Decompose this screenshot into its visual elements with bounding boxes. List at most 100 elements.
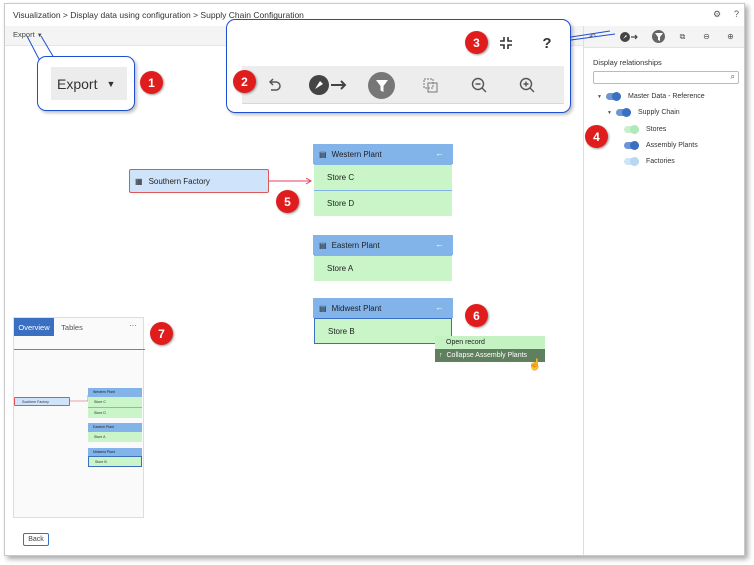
panel-title: Display relationships [593,58,662,67]
plant-label: Eastern Plant [331,240,380,250]
callout-badge-1: 1 [140,71,163,94]
export-label: Export [13,30,35,39]
plant-label: Midwest Plant [331,303,382,313]
collapse-up-icon: ↑ [439,352,443,359]
tree-item-master-data[interactable]: ▼ Master Data - Reference [597,92,705,101]
help-icon-zoomed[interactable]: ? [542,34,552,52]
mini-plant-label: Western Plant [88,388,142,396]
context-menu: Open record ↑ Collapse Assembly Plants [435,336,545,362]
mini-store: Store C [88,396,142,407]
tree-item-label: Supply Chain [638,109,680,116]
app-window: Visualization > Display data using confi… [4,3,745,556]
breadcrumb: Visualization > Display data using confi… [13,10,304,20]
undo-icon[interactable]: ↶ [589,32,596,41]
hand-cursor-icon: ☝ [528,359,542,371]
plant-node-midwest[interactable]: ▤ Midwest Plant ← Store B [313,298,453,344]
compass-arrow-icon[interactable] [619,30,639,43]
node-label: Southern Factory [148,176,210,186]
plant-header[interactable]: ▤ Midwest Plant ← [313,298,453,318]
tab-tables[interactable]: Tables [61,322,83,332]
mini-plant-label: Eastern Plant [88,423,142,431]
back-arrow-icon[interactable]: ← [435,148,444,158]
mini-plant-midwest: Midwest Plant Store B [88,448,142,467]
factory-node-southern-factory[interactable]: ▦ Southern Factory [129,169,269,193]
callout-badge-7: 7 [150,322,173,345]
filter-icon[interactable] [652,30,665,43]
expand-icon[interactable]: ▼ [597,93,602,100]
export-menu-button[interactable]: Export▼ [13,30,43,39]
mini-plant-label: Midwest Plant [88,448,142,456]
mini-store: Store D [88,407,142,418]
back-arrow-icon[interactable]: ← [435,239,444,249]
tree-item-supply-chain[interactable]: ▼ Supply Chain [607,108,680,117]
back-arrow-icon[interactable]: ← [435,302,444,312]
plant-label: Western Plant [331,149,382,159]
plant-header[interactable]: ▤ Western Plant ← [313,144,453,164]
compass-arrow-icon[interactable] [307,73,349,97]
sidebar-toolbar: ↶ ⧉ ⊖ ⊕ [584,26,744,48]
clipboard-icon: ▤ [319,240,327,250]
mini-plant-western: Western Plant Store C Store D [88,388,142,418]
relationship-toggle[interactable] [624,141,639,150]
overview-panel: Overview Tables ··· Southern Factory Wes… [13,317,145,518]
clipboard-icon: ▤ [319,149,327,159]
zoomed-toolbar-strip [242,66,564,104]
store-node[interactable]: Store D [314,190,452,216]
zoom-in-icon[interactable]: ⊕ [727,32,734,41]
zoom-in-icon[interactable] [517,75,537,95]
clipboard-icon: ▤ [319,303,327,313]
callout-badge-5: 5 [276,190,299,213]
search-icon: ⌕ [730,72,735,81]
tab-overview[interactable]: Overview [14,318,54,336]
mini-store: Store A [88,431,142,442]
expand-icon[interactable]: ▼ [607,109,612,116]
export-button-zoomed[interactable]: Export ▼ [51,67,127,100]
tree-item-label: Factories [646,158,675,165]
display-relationships-panel: ↶ ⧉ ⊖ ⊕ Display relationships ⌕ ▼ Master… [583,26,744,555]
collapse-view-icon[interactable] [496,33,516,53]
building-icon: ▦ [135,176,143,186]
store-node[interactable]: Store C [314,164,452,190]
tree-item-factories[interactable]: Factories [624,157,675,166]
relationship-toggle[interactable] [624,125,639,134]
mini-plant-eastern: Eastern Plant Store A [88,423,142,442]
store-node[interactable]: Store A [314,255,452,281]
tree-item-stores[interactable]: Stores [624,125,667,134]
layout-icon[interactable] [420,75,440,95]
mini-factory-node: Southern Factory [14,397,70,406]
store-node[interactable]: Store B [314,318,452,344]
layout-icon[interactable]: ⧉ [679,31,686,41]
relationship-toggle[interactable] [606,92,621,101]
menu-item-open-record[interactable]: Open record [435,336,545,349]
settings-icon[interactable]: ⚙ [713,9,722,19]
more-icon[interactable]: ··· [129,321,137,330]
mini-connector [70,395,89,402]
caret-down-icon: ▼ [106,78,116,89]
plant-header[interactable]: ▤ Eastern Plant ← [313,235,453,255]
viewport-indicator [14,349,145,350]
tree-item-label: Stores [646,126,667,133]
callout-badge-4: 4 [585,125,608,148]
relationship-toggle[interactable] [624,157,639,166]
caret-down-icon: ▼ [36,33,43,39]
tree-item-label: Assembly Plants [646,142,698,149]
export-label: Export [57,75,98,92]
callout-badge-2: 2 [233,70,256,93]
callout-badge-3: 3 [465,31,488,54]
tree-item-label: Master Data - Reference [628,93,705,100]
menu-item-label: Collapse Assembly Plants [446,352,528,359]
menu-item-collapse[interactable]: ↑ Collapse Assembly Plants [435,349,545,362]
relationship-toggle[interactable] [616,108,631,117]
undo-icon[interactable] [264,75,284,95]
plant-node-western[interactable]: ▤ Western Plant ← Store C Store D [313,144,453,216]
help-icon[interactable]: ? [734,9,740,19]
callout-badge-6: 6 [465,304,488,327]
back-button[interactable]: Back [23,533,49,546]
zoom-out-icon[interactable] [469,75,489,95]
filter-icon[interactable] [368,72,395,99]
mini-store: Store B [88,456,142,467]
relationship-search-input[interactable]: ⌕ [593,71,739,84]
plant-node-eastern[interactable]: ▤ Eastern Plant ← Store A [313,235,453,281]
tree-item-assembly-plants[interactable]: Assembly Plants [624,141,698,150]
zoom-out-icon[interactable]: ⊖ [703,32,710,41]
